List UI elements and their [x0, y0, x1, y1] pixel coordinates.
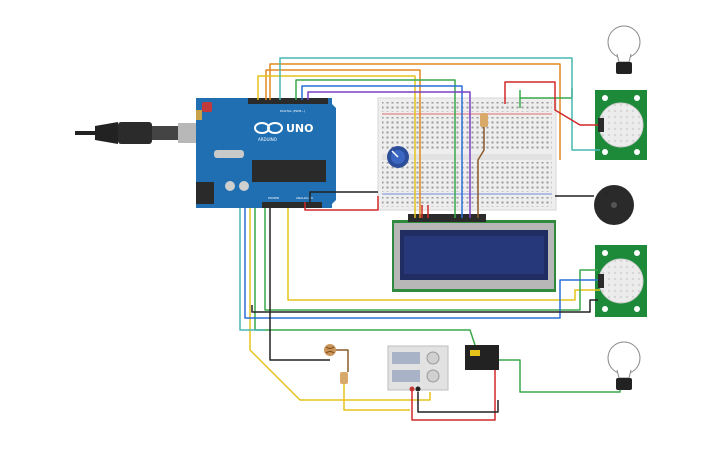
- header-label-analog: ANALOG IN: [296, 196, 313, 200]
- bulb-top: [607, 25, 641, 74]
- wires: [239, 57, 621, 421]
- light-bulb-icon: [607, 341, 641, 390]
- resistor: [480, 113, 488, 127]
- arduino-brand: UNO: [286, 122, 314, 135]
- header-label-power: POWER: [268, 196, 279, 200]
- light-bulb-icon: [607, 25, 641, 74]
- buzzer: + -: [594, 185, 634, 225]
- pir-sensor-bottom: [595, 245, 647, 317]
- header-label-digital: DIGITAL (PWM~): [280, 109, 305, 113]
- arduino-board: UNO ARDUINO DIGITAL (PWM~) POWER ANALOG …: [196, 98, 336, 208]
- relay-icon: [465, 345, 499, 370]
- lcd-display: [392, 214, 556, 292]
- arduino-model: ARDUINO: [258, 137, 277, 142]
- buzzer-plus: +: [603, 189, 610, 198]
- reset-button[interactable]: [202, 102, 212, 112]
- breadboard: [377, 97, 557, 211]
- photoresistor-icon: [324, 344, 348, 384]
- power-supply: [387, 345, 449, 392]
- potentiometer-icon[interactable]: [387, 146, 409, 168]
- pir-sensor-top: [595, 90, 647, 160]
- buzzer-minus: -: [604, 215, 607, 224]
- infinity-logo-icon: [254, 122, 283, 134]
- usb-cable: [75, 122, 200, 144]
- bulb-bottom: [607, 341, 641, 390]
